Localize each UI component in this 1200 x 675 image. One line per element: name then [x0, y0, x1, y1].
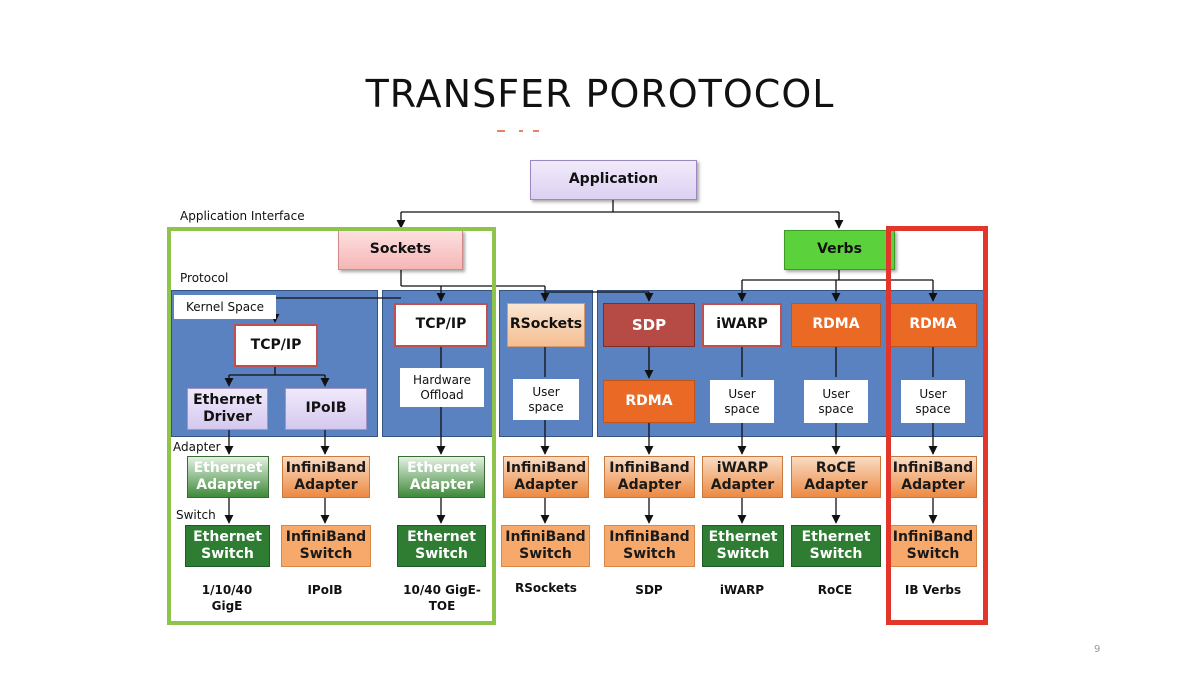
switch-node: Ethernet Switch [791, 525, 881, 567]
adapter-node: iWARP Adapter [702, 456, 783, 498]
label-adapter: Adapter [173, 440, 221, 454]
switch-node: InfiniBand Switch [501, 525, 590, 567]
adapter-node: InfiniBand Adapter [889, 456, 977, 498]
slide-title: TRANSFER POROTOCOL [365, 72, 835, 116]
adapter-node: Ethernet Adapter [187, 456, 269, 498]
caption: RoCE [817, 583, 853, 597]
ipoib-node: IPoIB [285, 388, 367, 430]
caption: IPoIB [307, 583, 343, 597]
caption: iWARP [719, 583, 765, 597]
rdma-sdp-node: RDMA [603, 380, 695, 423]
green-highlight-frame [167, 227, 496, 625]
hardware-offload-node: Hardware Offload [400, 368, 484, 407]
ethernet-driver-node: Ethernet Driver [187, 388, 268, 430]
user-space-rsockets-node: User space [513, 379, 579, 420]
label-protocol: Protocol [180, 271, 229, 285]
caption: SDP [635, 583, 663, 597]
rdma-ib-node: RDMA [889, 303, 977, 347]
label-switch: Switch [176, 508, 216, 522]
rsockets-node: RSockets [507, 303, 585, 347]
page-number: 9 [1094, 644, 1101, 655]
adapter-node: InfiniBand Adapter [503, 456, 589, 498]
user-space-roce-node: User space [804, 380, 868, 423]
red-artifact-mark [497, 130, 542, 133]
application-node: Application [530, 160, 697, 200]
adapter-node: InfiniBand Adapter [604, 456, 695, 498]
user-space-ib-node: User space [901, 380, 965, 423]
verbs-node: Verbs [784, 230, 895, 270]
label-application-interface: Application Interface [180, 209, 305, 223]
sdp-node: SDP [603, 303, 695, 347]
caption: IB Verbs [904, 583, 962, 597]
red-highlight-frame [886, 226, 988, 625]
caption: RSockets [515, 581, 577, 595]
user-space-iwarp-node: User space [710, 380, 774, 423]
tcpip-toe-node: TCP/IP [394, 303, 488, 347]
switch-node: Ethernet Switch [702, 525, 784, 567]
iwarp-node: iWARP [702, 303, 782, 347]
rdma-roce-node: RDMA [791, 303, 881, 347]
caption: 1/10/40 GigE [201, 583, 253, 614]
switch-node: InfiniBand Switch [281, 525, 371, 567]
kernel-space-label: Kernel Space [174, 295, 276, 319]
sockets-node: Sockets [338, 230, 463, 270]
switch-node: Ethernet Switch [397, 525, 486, 567]
adapter-node: RoCE Adapter [791, 456, 881, 498]
adapter-node: Ethernet Adapter [398, 456, 485, 498]
switch-node: InfiniBand Switch [889, 525, 977, 567]
switch-node: Ethernet Switch [185, 525, 270, 567]
switch-node: InfiniBand Switch [604, 525, 695, 567]
caption: 10/40 GigE-TOE [403, 583, 481, 614]
tcpip-kernel-node: TCP/IP [234, 324, 318, 367]
adapter-node: InfiniBand Adapter [282, 456, 370, 498]
